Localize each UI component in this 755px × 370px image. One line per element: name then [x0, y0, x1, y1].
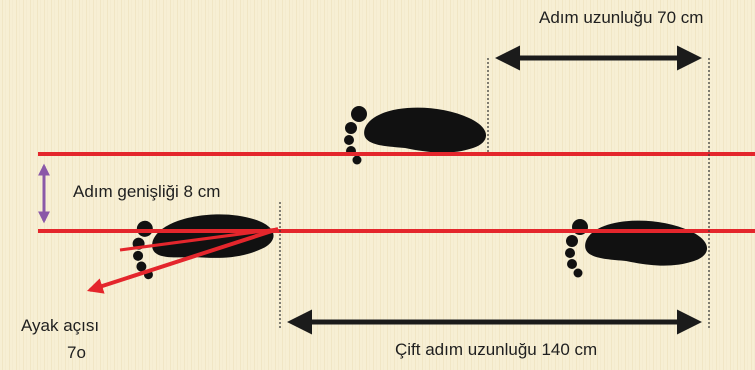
- step-width-label: Adım genişliği 8 cm: [73, 182, 220, 202]
- stride-length-label: Çift adım uzunluğu 140 cm: [395, 340, 597, 360]
- step-length-label: Adım uzunluğu 70 cm: [539, 8, 703, 28]
- foot-angle-value: 7o: [67, 343, 86, 363]
- foot-angle-label: Ayak açısı: [21, 316, 99, 336]
